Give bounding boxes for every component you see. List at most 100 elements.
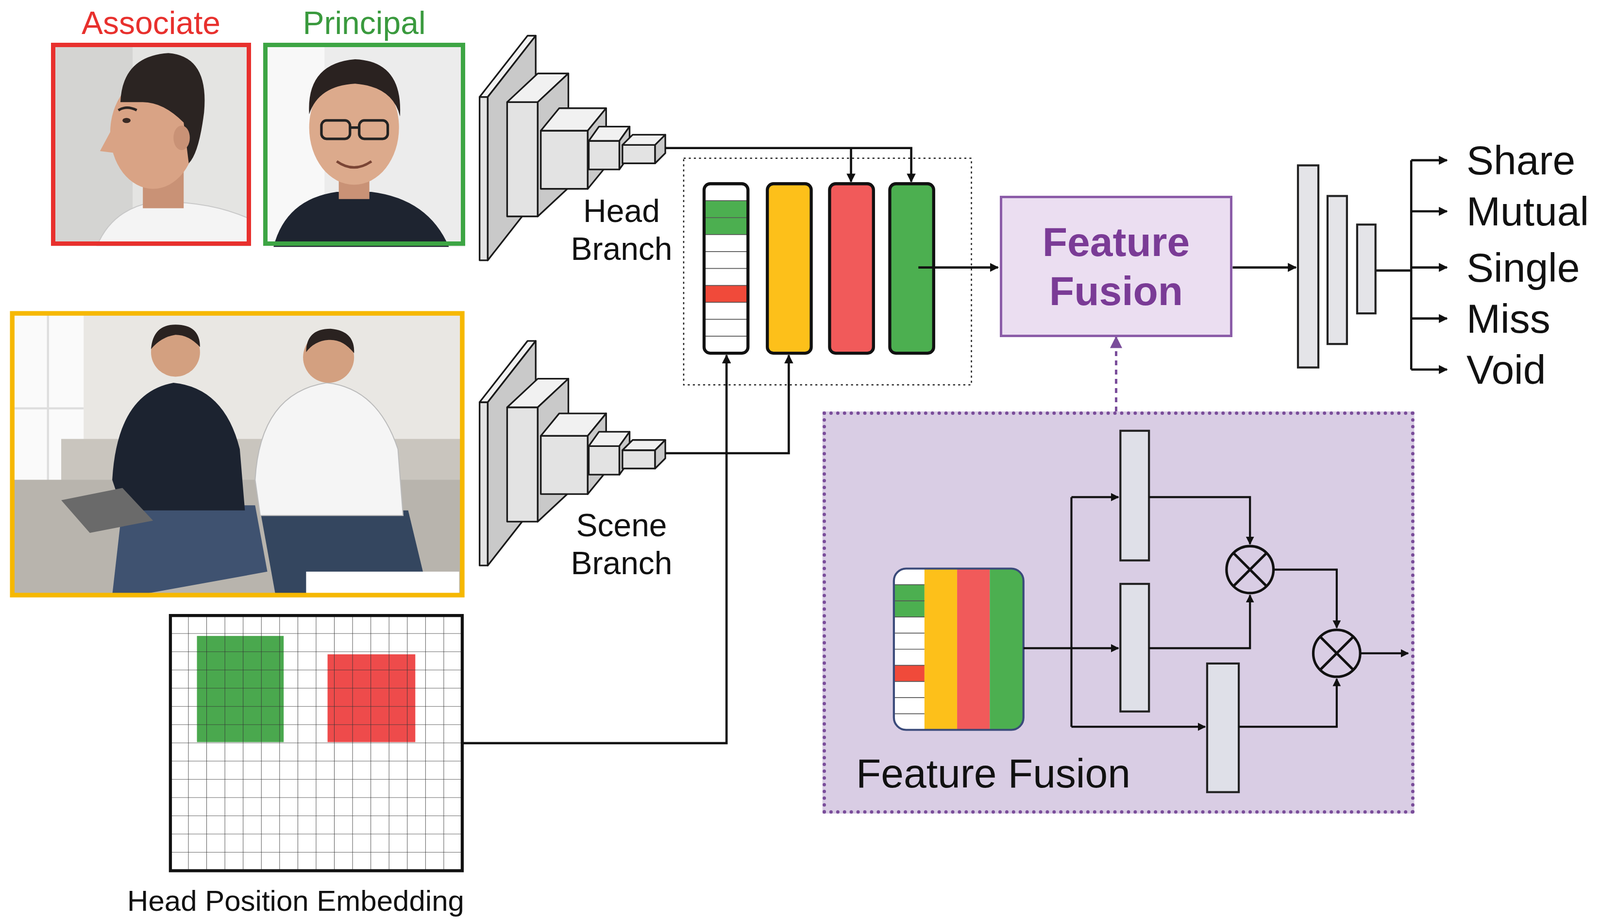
flow-arrow [1411, 317, 1448, 320]
fusion-arrow [1148, 594, 1250, 648]
concat-block [893, 568, 1024, 730]
associate-photo [50, 42, 252, 246]
fusion-arrow [1071, 725, 1205, 728]
fc-layers [1120, 430, 1149, 561]
concat-outline [893, 568, 1024, 730]
feature-vectors [705, 285, 747, 303]
principal-photo [308, 59, 401, 117]
fusion-arrow [1023, 646, 1072, 649]
concat-block [893, 584, 925, 714]
fusion-arrow [1070, 496, 1073, 727]
head-cnn [506, 101, 538, 217]
fusion-arrow [1148, 496, 1250, 544]
class-label: Share [1466, 135, 1576, 185]
feature-vectors [683, 158, 972, 386]
associate-photo [173, 125, 190, 150]
output-class: Void [1466, 345, 1547, 394]
flow-arrow [1411, 266, 1448, 269]
fusion-arrow [1360, 652, 1409, 655]
class-label: Mutual [1466, 186, 1589, 236]
feature-vectors [767, 183, 811, 354]
scene-photo [61, 487, 153, 533]
principal-photo [263, 42, 466, 247]
head-branch: Head Branch [479, 35, 684, 270]
concat-block [924, 568, 958, 730]
output-class: Share [1466, 135, 1576, 185]
feature-vectors [704, 200, 748, 337]
flow-arrow [1411, 159, 1448, 162]
scene-photo [112, 382, 245, 511]
fusion-panel: Feature Fusion [822, 411, 1415, 814]
principal-photo [359, 120, 388, 139]
multiply-symbol [1313, 629, 1361, 677]
position-grid [170, 615, 463, 871]
fusion-panel-fill [822, 411, 1415, 814]
associate-photo [100, 124, 117, 153]
flow-arrow [1411, 210, 1448, 213]
position-grid [170, 615, 463, 871]
concat-block [893, 665, 925, 682]
scene-branch: Scene Branch [479, 336, 684, 585]
scene-photo [305, 328, 354, 354]
node-label: Associate [55, 5, 247, 41]
flow-arrow [849, 148, 853, 182]
scene-photo [12, 313, 463, 595]
position-embedding: Head Position Embedding [97, 615, 495, 917]
classifier-layers [1357, 224, 1376, 314]
multiply-symbol [1226, 545, 1274, 593]
flow-arrow [1375, 269, 1412, 272]
multiply-symbol [1233, 552, 1267, 587]
fc-layers [1120, 430, 1239, 792]
associate-crop: Associate [50, 42, 252, 246]
output-class: Mutual [1466, 186, 1589, 236]
feature-vectors [683, 158, 972, 386]
fc-layers [1207, 663, 1239, 792]
classifier-layers [1297, 165, 1376, 368]
fusion-arrow [1238, 678, 1337, 727]
fusion-box: Feature Fusion [999, 195, 1233, 337]
dotted-connector [1114, 336, 1118, 412]
head-cnn [540, 130, 589, 189]
scene-frame [12, 313, 463, 595]
flow-arrow [462, 354, 727, 743]
output-class: Miss [1466, 294, 1551, 343]
class-label: Miss [1466, 294, 1551, 343]
principal-photo [350, 126, 360, 129]
associate-photo [97, 202, 252, 247]
scene-photo [254, 382, 404, 516]
head-cnn [589, 140, 620, 170]
concat-block [957, 568, 990, 730]
flow-arrow [918, 266, 998, 269]
scene-photo [305, 571, 459, 595]
node-label: Scene Branch [563, 506, 680, 583]
fusion-arrow [1071, 646, 1119, 649]
principal-photo [321, 120, 351, 139]
multiply-symbol [1320, 636, 1354, 671]
principal-photo [336, 161, 371, 168]
feature-vectors [704, 183, 748, 354]
position-grid [170, 615, 463, 871]
associate-photo [122, 117, 131, 124]
head-cnn [479, 97, 489, 261]
position-grid [170, 615, 463, 871]
output-class: Single [1466, 243, 1581, 292]
class-label: Single [1466, 243, 1581, 292]
head-cnn [655, 134, 666, 164]
flow-arrow [665, 148, 911, 182]
fusion-arrow [1071, 495, 1119, 498]
flow-arrow [1411, 368, 1448, 371]
feature-vectors [704, 183, 748, 354]
node-label: Head Position Embedding [127, 884, 465, 917]
class-label: Void [1466, 345, 1547, 394]
concat-block [989, 568, 1024, 730]
principal-crop: Principal [263, 42, 466, 246]
fusion-arrow [1023, 496, 1409, 727]
flow-arrow [1232, 266, 1296, 269]
principal-photo [273, 191, 449, 247]
node-label: Feature Fusion [1007, 217, 1226, 316]
multiply-symbol [1226, 545, 1361, 677]
node-label: Feature Fusion [856, 749, 1131, 797]
